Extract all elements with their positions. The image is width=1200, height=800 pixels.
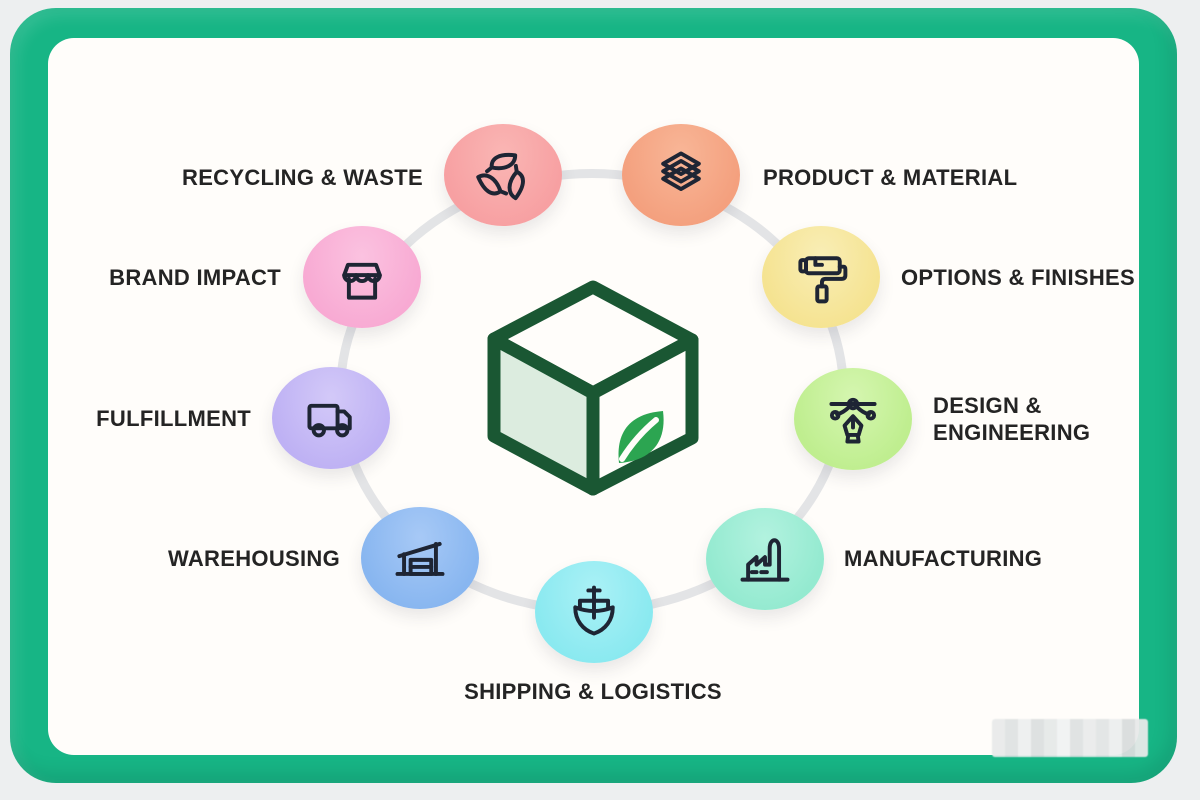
node-label-manufacturing: MANUFACTURING (844, 546, 1043, 571)
storefront-icon (342, 262, 382, 300)
ship-icon (573, 585, 615, 636)
pen-tool-icon (829, 397, 877, 444)
delivery-truck-icon (307, 403, 352, 438)
node-label-recycling-waste: RECYCLING & WASTE (182, 165, 423, 190)
node-warehousing (361, 507, 479, 609)
node-fulfillment (272, 367, 390, 469)
node-product-material (622, 124, 740, 226)
cube-with-leaf-icon (487, 280, 699, 496)
paint-roller-icon (798, 256, 848, 304)
node-brand-impact (303, 226, 421, 328)
eco-package-cube (486, 280, 700, 496)
redacted-watermark (992, 719, 1148, 757)
layers-icon (661, 151, 701, 192)
node-shipping-logistics (535, 561, 653, 663)
node-label-options-finishes: OPTIONS & FINISHES (901, 265, 1135, 290)
recycle-leaves-icon (476, 152, 525, 201)
node-label-shipping-logistics: SHIPPING & LOGISTICS (464, 679, 722, 704)
node-design-engineering (794, 368, 912, 470)
node-label-warehousing: WAREHOUSING (168, 546, 340, 571)
node-label-brand-impact: BRAND IMPACT (109, 265, 281, 290)
factory-icon (740, 538, 790, 582)
node-recycling-waste (444, 124, 562, 226)
node-label-product-material: PRODUCT & MATERIAL (763, 165, 1018, 190)
node-options-finishes (762, 226, 880, 328)
warehouse-icon (395, 541, 445, 576)
node-label-fulfillment: FULFILLMENT (96, 406, 251, 431)
node-label-design-engineering: DESIGN & ENGINEERING (933, 393, 1091, 445)
node-manufacturing (706, 508, 824, 610)
